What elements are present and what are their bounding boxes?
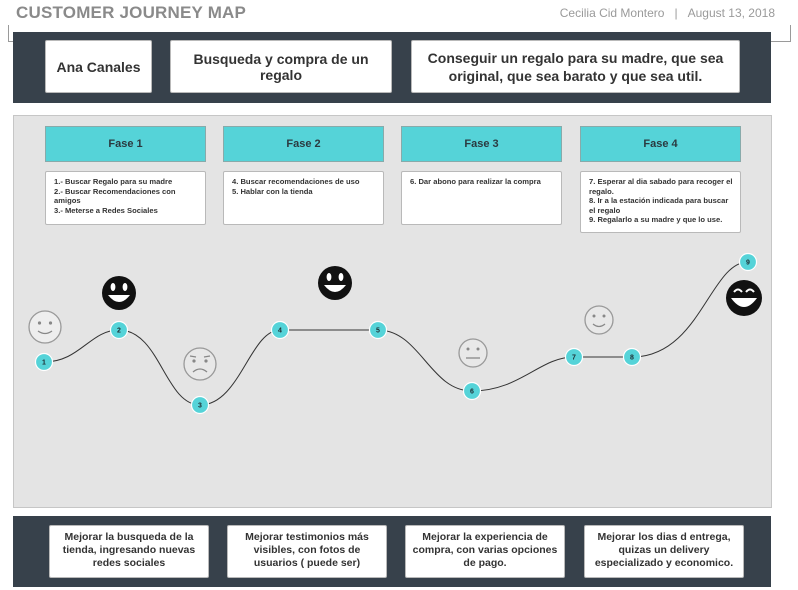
- journey-step-node: 3: [190, 395, 210, 415]
- action-item: 4. Buscar recomendaciones de uso: [232, 177, 360, 186]
- neutral-smile-face-icon: [584, 305, 614, 335]
- journey-step-node: 2: [109, 320, 129, 340]
- phase-header-1: Fase 1: [45, 126, 206, 162]
- header-meta: Cecilia Cid Montero | August 13, 2018: [540, 6, 775, 20]
- scenario-card: Busqueda y compra de un regalo: [170, 40, 392, 93]
- step-number: 5: [376, 328, 380, 335]
- step-number: 3: [198, 403, 202, 410]
- neutral-smile-face-icon: [28, 310, 62, 344]
- persona-card: Ana Canales: [45, 40, 152, 93]
- step-number: 6: [470, 389, 474, 396]
- action-item: 3.- Meterse a Redes Sociales: [54, 205, 158, 215]
- action-item: 2.- Buscar Recomendaciones con amigos: [54, 186, 178, 206]
- opportunity-card-1: Mejorar la busqueda de la tienda, ingres…: [49, 525, 209, 578]
- phase-actions-2: 4. Buscar recomendaciones de uso 5. Habl…: [223, 171, 384, 225]
- meta-separator: |: [674, 6, 678, 20]
- step-number: 8: [630, 355, 634, 362]
- laughing-face-icon: [726, 280, 762, 316]
- journey-step-node: 7: [564, 347, 584, 367]
- phase-actions-4: 7. Esperar al dia sabado para recoger el…: [580, 171, 741, 233]
- phase-header-2: Fase 2: [223, 126, 384, 162]
- journey-step-node: 4: [270, 320, 290, 340]
- big-smile-face-icon: [318, 266, 352, 300]
- step-number: 1: [42, 360, 46, 367]
- opportunity-card-2: Mejorar testimonios más visibles, con fo…: [227, 525, 387, 578]
- step-number: 2: [117, 328, 121, 335]
- action-item: 1.- Buscar Regalo para su madre: [54, 177, 173, 186]
- action-item: 6. Dar abono para realizar la compra: [410, 177, 541, 186]
- action-item: 5. Hablar con la tienda: [232, 186, 313, 196]
- phase-header-4: Fase 4: [580, 126, 741, 162]
- phase-actions-1: 1.- Buscar Regalo para su madre 2.- Busc…: [45, 171, 206, 225]
- action-item: 7. Esperar al dia sabado para recoger el…: [589, 177, 735, 196]
- phase-header-3: Fase 3: [401, 126, 562, 162]
- phase-actions-3: 6. Dar abono para realizar la compra: [401, 171, 562, 225]
- journey-step-node: 9: [738, 252, 758, 272]
- journey-step-node: 1: [34, 352, 54, 372]
- action-item: 8. Ir a la estación indicada para buscar…: [589, 196, 731, 215]
- journey-step-node: 8: [622, 347, 642, 367]
- page-title: CUSTOMER JOURNEY MAP: [16, 3, 247, 22]
- big-smile-face-icon: [102, 276, 136, 310]
- author-name: Cecilia Cid Montero: [559, 6, 665, 20]
- sad-face-icon: [183, 347, 217, 381]
- opportunity-card-3: Mejorar la experiencia de compra, con va…: [405, 525, 565, 578]
- step-number: 4: [278, 328, 282, 335]
- action-item: 9. Regalarlo a su madre y que lo use.: [589, 215, 723, 225]
- map-date: August 13, 2018: [687, 6, 775, 20]
- opportunity-card-4: Mejorar los dias d entrega, quizas un de…: [584, 525, 744, 578]
- journey-path: [43, 261, 749, 406]
- journey-step-node: 5: [368, 320, 388, 340]
- step-number: 7: [572, 355, 576, 362]
- neutral-face-icon: [458, 338, 488, 368]
- journey-step-node: 6: [462, 381, 482, 401]
- goal-card: Conseguir un regalo para su madre, que s…: [411, 40, 740, 93]
- step-number: 9: [746, 260, 750, 267]
